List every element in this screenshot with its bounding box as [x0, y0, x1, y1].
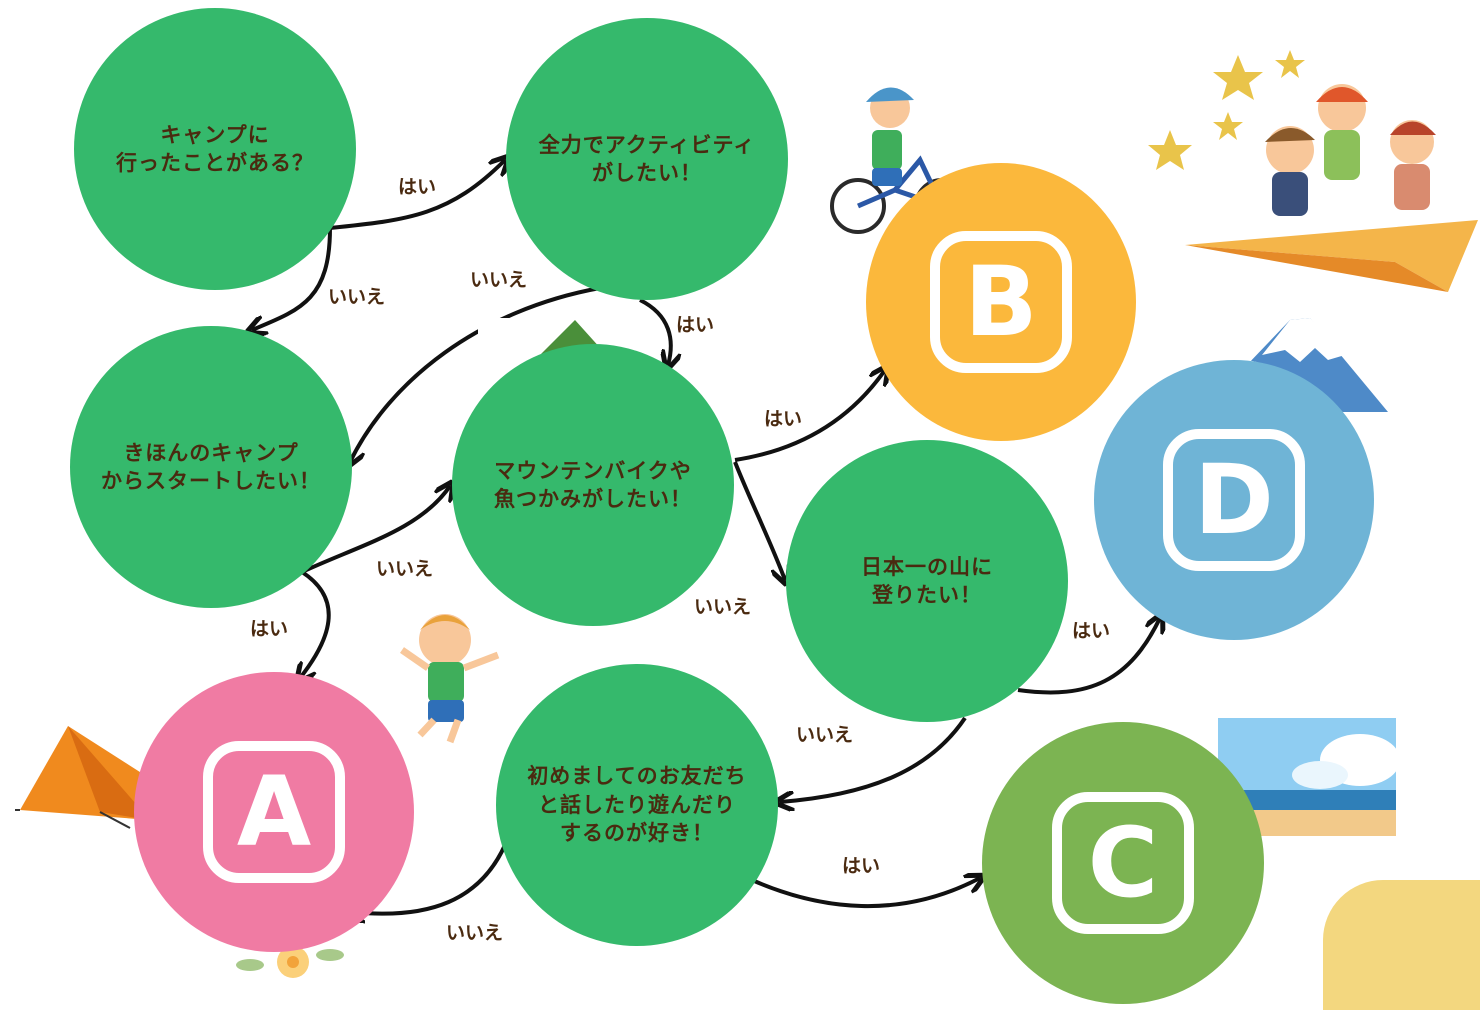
edge-label-q3-no: いいえ	[376, 558, 434, 580]
arrow-q1-q3	[252, 227, 332, 330]
edge-label-q1-no: いいえ	[328, 286, 386, 308]
result-d-letter: D	[1163, 429, 1305, 571]
edge-label-q2-no: いいえ	[470, 269, 528, 291]
arrow-q1-q2	[329, 160, 505, 230]
arrow-q5-d	[1017, 618, 1160, 695]
arrow-q3-q4	[301, 486, 450, 574]
result-c-letter: C	[1052, 792, 1194, 934]
question-text-6: 初めましてのお友だち と話したり遊んだり するのが好き！	[527, 764, 747, 846]
question-node-1: キャンプに 行ったことがある？	[74, 8, 356, 290]
arrow-q3-a	[300, 570, 331, 678]
result-d: D	[1094, 360, 1374, 640]
question-text-3: きほんのキャンプ からスタートしたい！	[101, 440, 321, 493]
edge-label-q3-yes: はい	[250, 618, 289, 640]
question-text-2: 全力でアクティビティ がしたい！	[538, 132, 756, 185]
result-b-letter: B	[930, 231, 1072, 373]
edge-label-q5-yes: はい	[1072, 620, 1111, 642]
result-a-letter: A	[203, 741, 345, 883]
question-text-4: マウンテンバイクや 魚つかみがしたい！	[494, 458, 692, 511]
arrow-q6-c	[751, 878, 980, 908]
question-text-5: 日本一の山に 登りたい！	[861, 554, 993, 607]
question-node-3: きほんのキャンプ からスタートしたい！	[70, 326, 352, 608]
question-text-1: キャンプに 行ったことがある？	[116, 122, 314, 175]
edge-label-q4-no: いいえ	[694, 596, 752, 618]
edge-label-q2-yes: はい	[676, 314, 715, 336]
kids-paper-plane-icon	[1148, 50, 1478, 292]
edge-label-q1-yes: はい	[398, 176, 437, 198]
arrow-q2-q3	[350, 286, 601, 462]
result-c: C	[982, 722, 1264, 1004]
result-b: B	[866, 163, 1136, 441]
question-node-5: 日本一の山に 登りたい！	[786, 440, 1068, 722]
arrow-q5-q6	[780, 716, 967, 802]
jumping-boy-icon	[400, 614, 500, 744]
result-a: A	[134, 672, 414, 952]
edge-label-q6-yes: はい	[842, 855, 881, 877]
beach-icon	[1218, 718, 1400, 836]
arrow-q6-a	[352, 844, 507, 914]
arrow-q4-b	[734, 370, 885, 462]
question-node-6: 初めましてのお友だち と話したり遊んだり するのが好き！	[496, 664, 778, 946]
edge-label-q5-no: いいえ	[796, 724, 854, 746]
arrow-q4-q5	[733, 461, 785, 580]
edge-label-q6-no: いいえ	[446, 922, 504, 944]
question-node-2: 全力でアクティビティ がしたい！	[506, 18, 788, 300]
arrow-q2-q4	[639, 298, 671, 365]
corner-decoration	[1323, 880, 1480, 1010]
question-node-4: マウンテンバイクや 魚つかみがしたい！	[452, 344, 734, 626]
edge-label-q4-yes: はい	[764, 408, 803, 430]
